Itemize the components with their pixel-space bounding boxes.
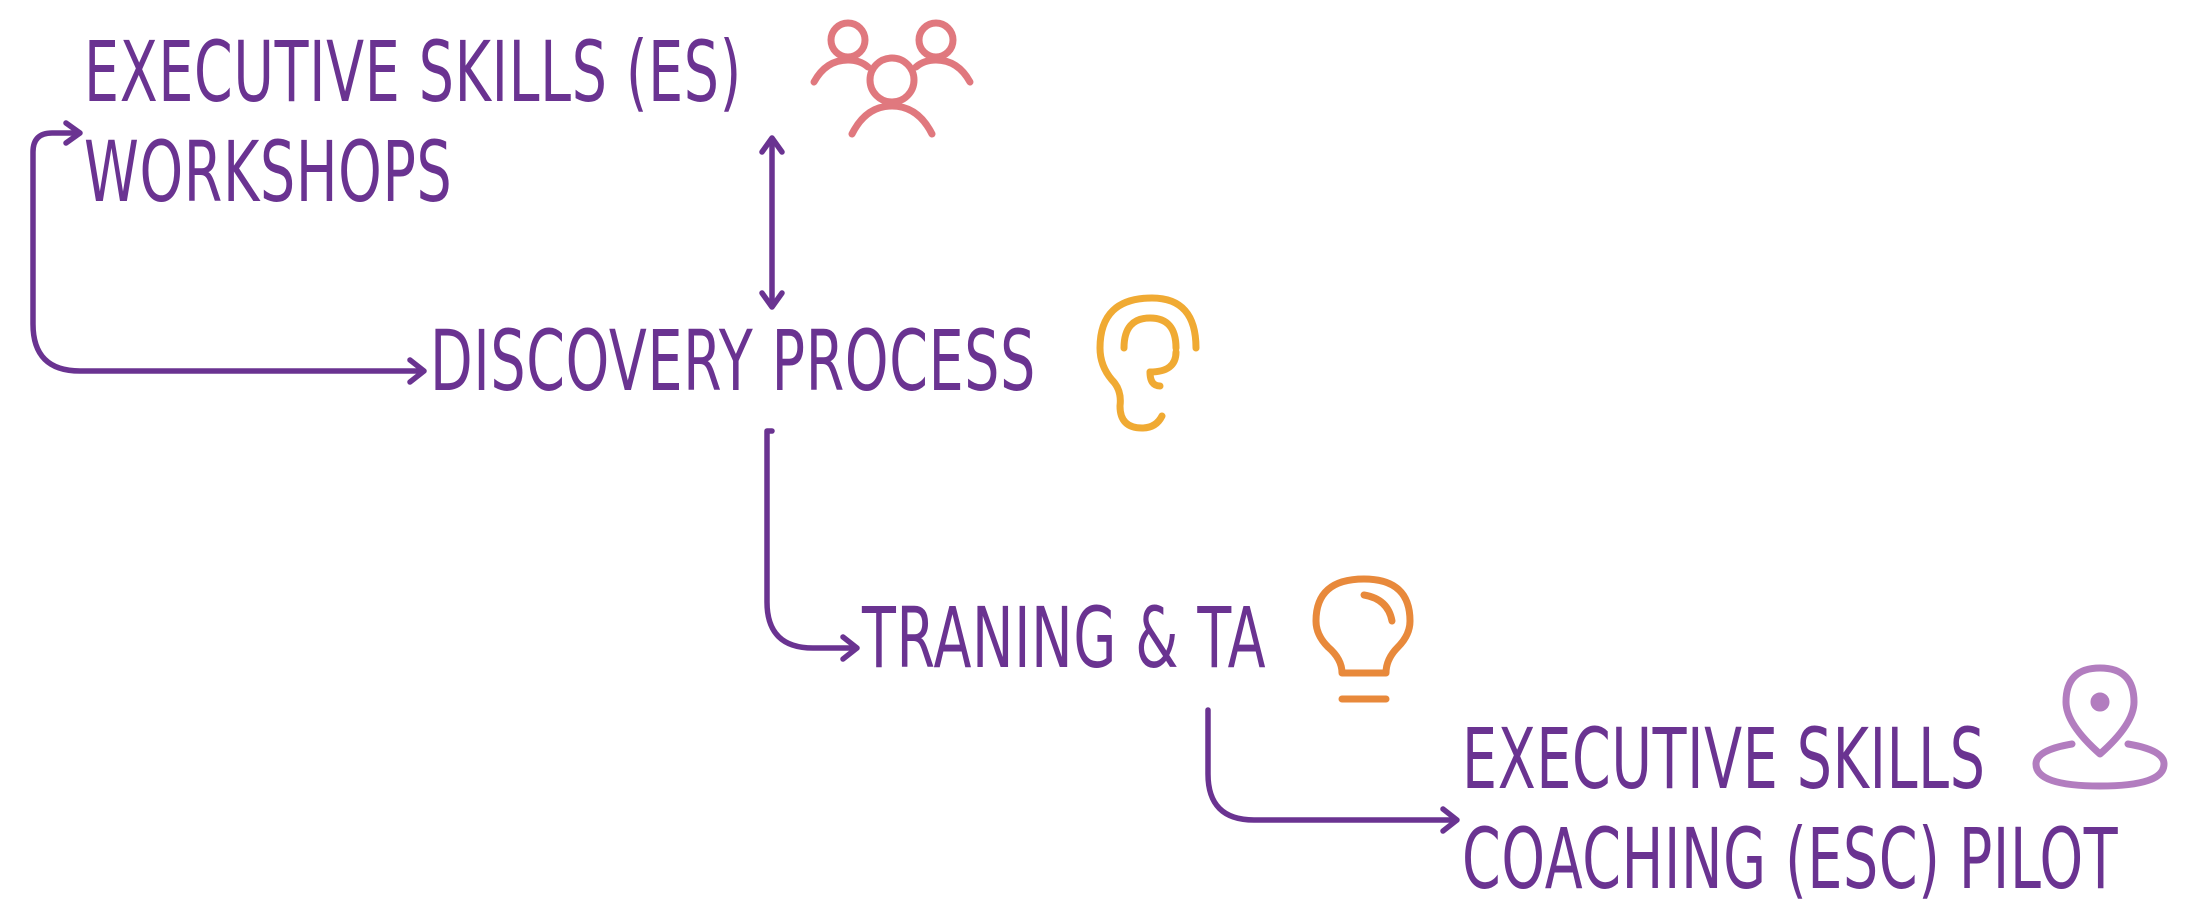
- ear-icon: [1096, 294, 1200, 432]
- arrowhead-to-coaching: [1440, 806, 1460, 834]
- step-coaching-label: EXECUTIVE SKILLS COACHING (ESC) PILOT: [1462, 709, 2118, 909]
- arrowhead-up: [759, 135, 785, 155]
- step-coaching-line2: COACHING (ESC) PILOT: [1462, 810, 2119, 908]
- step-coaching-line1: EXECUTIVE SKILLS: [1462, 710, 1986, 808]
- step-discovery-line1: DISCOVERY PROCESS: [430, 312, 1036, 410]
- location-pin-icon: [2032, 664, 2168, 790]
- arrowhead-to-workshops: [63, 120, 83, 146]
- step-training-label: TRANING & TA: [862, 588, 1266, 688]
- arrow-discovery-training: [764, 428, 858, 651]
- arrow-training-coaching: [1205, 707, 1458, 823]
- step-workshops-line2: WORKSHOPS: [84, 123, 453, 221]
- step-workshops-line1: EXECUTIVE SKILLS (ES): [84, 23, 742, 121]
- arrowhead-to-training: [840, 634, 860, 662]
- step-workshops-label: EXECUTIVE SKILLS (ES) WORKSHOPS: [84, 22, 742, 222]
- people-group-icon: [810, 19, 974, 138]
- arrowhead-down: [759, 290, 785, 310]
- step-discovery-label: DISCOVERY PROCESS: [430, 311, 1036, 411]
- lightbulb-icon: [1312, 575, 1414, 703]
- loop-arrow-discovery-workshops: [30, 130, 425, 374]
- arrowhead-to-discovery: [407, 357, 427, 385]
- step-training-line1: TRANING & TA: [862, 589, 1267, 687]
